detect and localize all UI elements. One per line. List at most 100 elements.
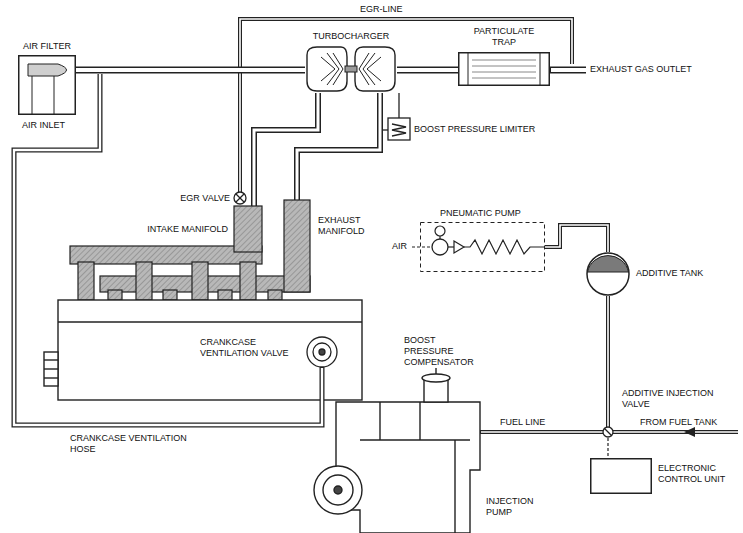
turbocharger-housing-outline [359,53,381,85]
turbocharger-housing-outline [355,47,395,91]
exhaust-outlet-pipe [551,68,586,72]
crankcase-valve [307,337,337,367]
turbine-inlet-pipe [297,93,380,200]
air-filter-box-outline [18,55,76,115]
boost-pressure-limiter [383,93,410,140]
intake-manifold [240,262,256,300]
part-label: EXHAUST GAS OUTLET [590,64,692,75]
exhaust-manifold [108,290,122,300]
injection-pump [419,402,420,440]
injection-pump [334,486,342,494]
control-signal-line [607,438,608,458]
particulate-trap-box-outline [458,52,550,86]
injection-pump [336,402,480,533]
part-label: FUEL LINE [500,417,545,428]
pipe-connector [545,225,608,252]
part-label: CRANKCASE VENTILATION VALVE [200,337,300,359]
part-label: TURBOCHARGER [313,31,390,42]
intake-manifold [78,262,94,300]
additive-tank-circle-outline [586,252,630,296]
pneumatic-pump-box-outline [454,241,464,253]
pipe-connector [76,70,305,71]
part-label: BOOST PRESSURE LIMITER [414,124,535,135]
part-label: BOOST PRESSURE COMPENSATOR [404,335,480,368]
pneumatic-pump-box-outline [421,223,545,272]
boost-pressure-limiter [388,118,410,140]
fuel-line [480,427,738,437]
intake-manifold [70,206,262,300]
exhaust-manifold [218,290,232,300]
pneumatic-pump-box-outline [448,246,454,247]
particulate-trap-box: PARTICULATE TRAP [458,52,550,86]
pipe-connector [397,68,458,72]
crankcase-ventilation-hose [14,74,322,425]
additive-tank-circle: ADDITIVE TANK [586,252,630,296]
crankcase-valve [307,337,337,367]
part-label: PNEUMATIC PUMP [440,208,521,219]
exhaust-manifold [284,200,310,292]
exhaust-outlet-pipe [550,67,586,74]
part-label: EGR-LINE [360,4,403,15]
exhaust-manifold [163,290,177,300]
control-unit-box-outline [591,459,652,494]
part-label: AIR FILTER [23,41,71,52]
boost-pressure-limiter [398,93,399,118]
pipe-connector [76,68,305,72]
crankcase-ventilation-hose [14,74,322,425]
part-label: ADDITIVE TANK [636,268,703,279]
egr-line [240,19,572,192]
part-label: ADDITIVE INJECTION VALVE [622,388,714,410]
air-filter-box-outline [19,56,76,115]
pipe-connector [397,67,458,74]
engine-block [44,377,58,378]
engine-block [58,321,362,322]
turbocharger-housing-outline [321,53,343,85]
additive-tank-circle-outline [588,256,629,272]
egr-valve [234,192,246,204]
crankcase-valve [313,343,331,361]
intake-manifold [234,206,262,252]
injection-pump [360,439,470,440]
engine-block [58,300,362,400]
egr-line [240,19,572,192]
particulate-trap-box-outline [468,53,469,85]
engine-block [44,359,58,360]
additive-injection-valve [603,427,613,437]
crankcase-ventilation-hose [14,74,322,425]
air-filter-box-outline [32,76,33,114]
boost-pressure-limiter [392,124,406,136]
pipe-connector [397,70,458,71]
part-label: EGR VALVE [180,193,230,204]
turbocharger-housing-outline [307,47,347,91]
pipe-connector [76,67,305,74]
injection-pump [422,374,450,382]
injection-pump [314,466,362,514]
pneumatic-pump-box-outline [420,222,545,272]
air-filter-box-outline [28,64,67,76]
pipe-connector [545,225,608,252]
pipe-connector [545,225,608,252]
part-label: FROM FUEL TANK [640,417,717,428]
additive-feed-line [606,296,610,427]
injection-pump [323,475,353,505]
control-unit-box-outline [590,458,652,494]
additive-tank-circle-outline [587,253,629,295]
particulate-trap-box-outline [540,53,541,85]
additive-feed-line [607,296,609,427]
injection-pump [454,440,455,533]
injection-pump [435,368,436,374]
turbocharger-housing-outline [345,66,357,72]
exhaust-outlet-pipe [550,70,586,71]
pneumatic-pump-box-outline [464,240,545,254]
fuel-line [684,427,695,437]
pneumatic-pump-box-outline [432,239,448,255]
pneumatic-pump-box-outline [412,247,430,248]
particulate-trap-box-outline [472,60,536,78]
additive-injection-valve [603,427,613,437]
injection-pump [379,402,380,440]
egr-valve [236,194,244,202]
part-label: EXHAUST MANIFOLD [318,215,376,237]
turbine-inlet-pipe [297,93,380,200]
turbocharger-housing-outline [305,45,397,93]
